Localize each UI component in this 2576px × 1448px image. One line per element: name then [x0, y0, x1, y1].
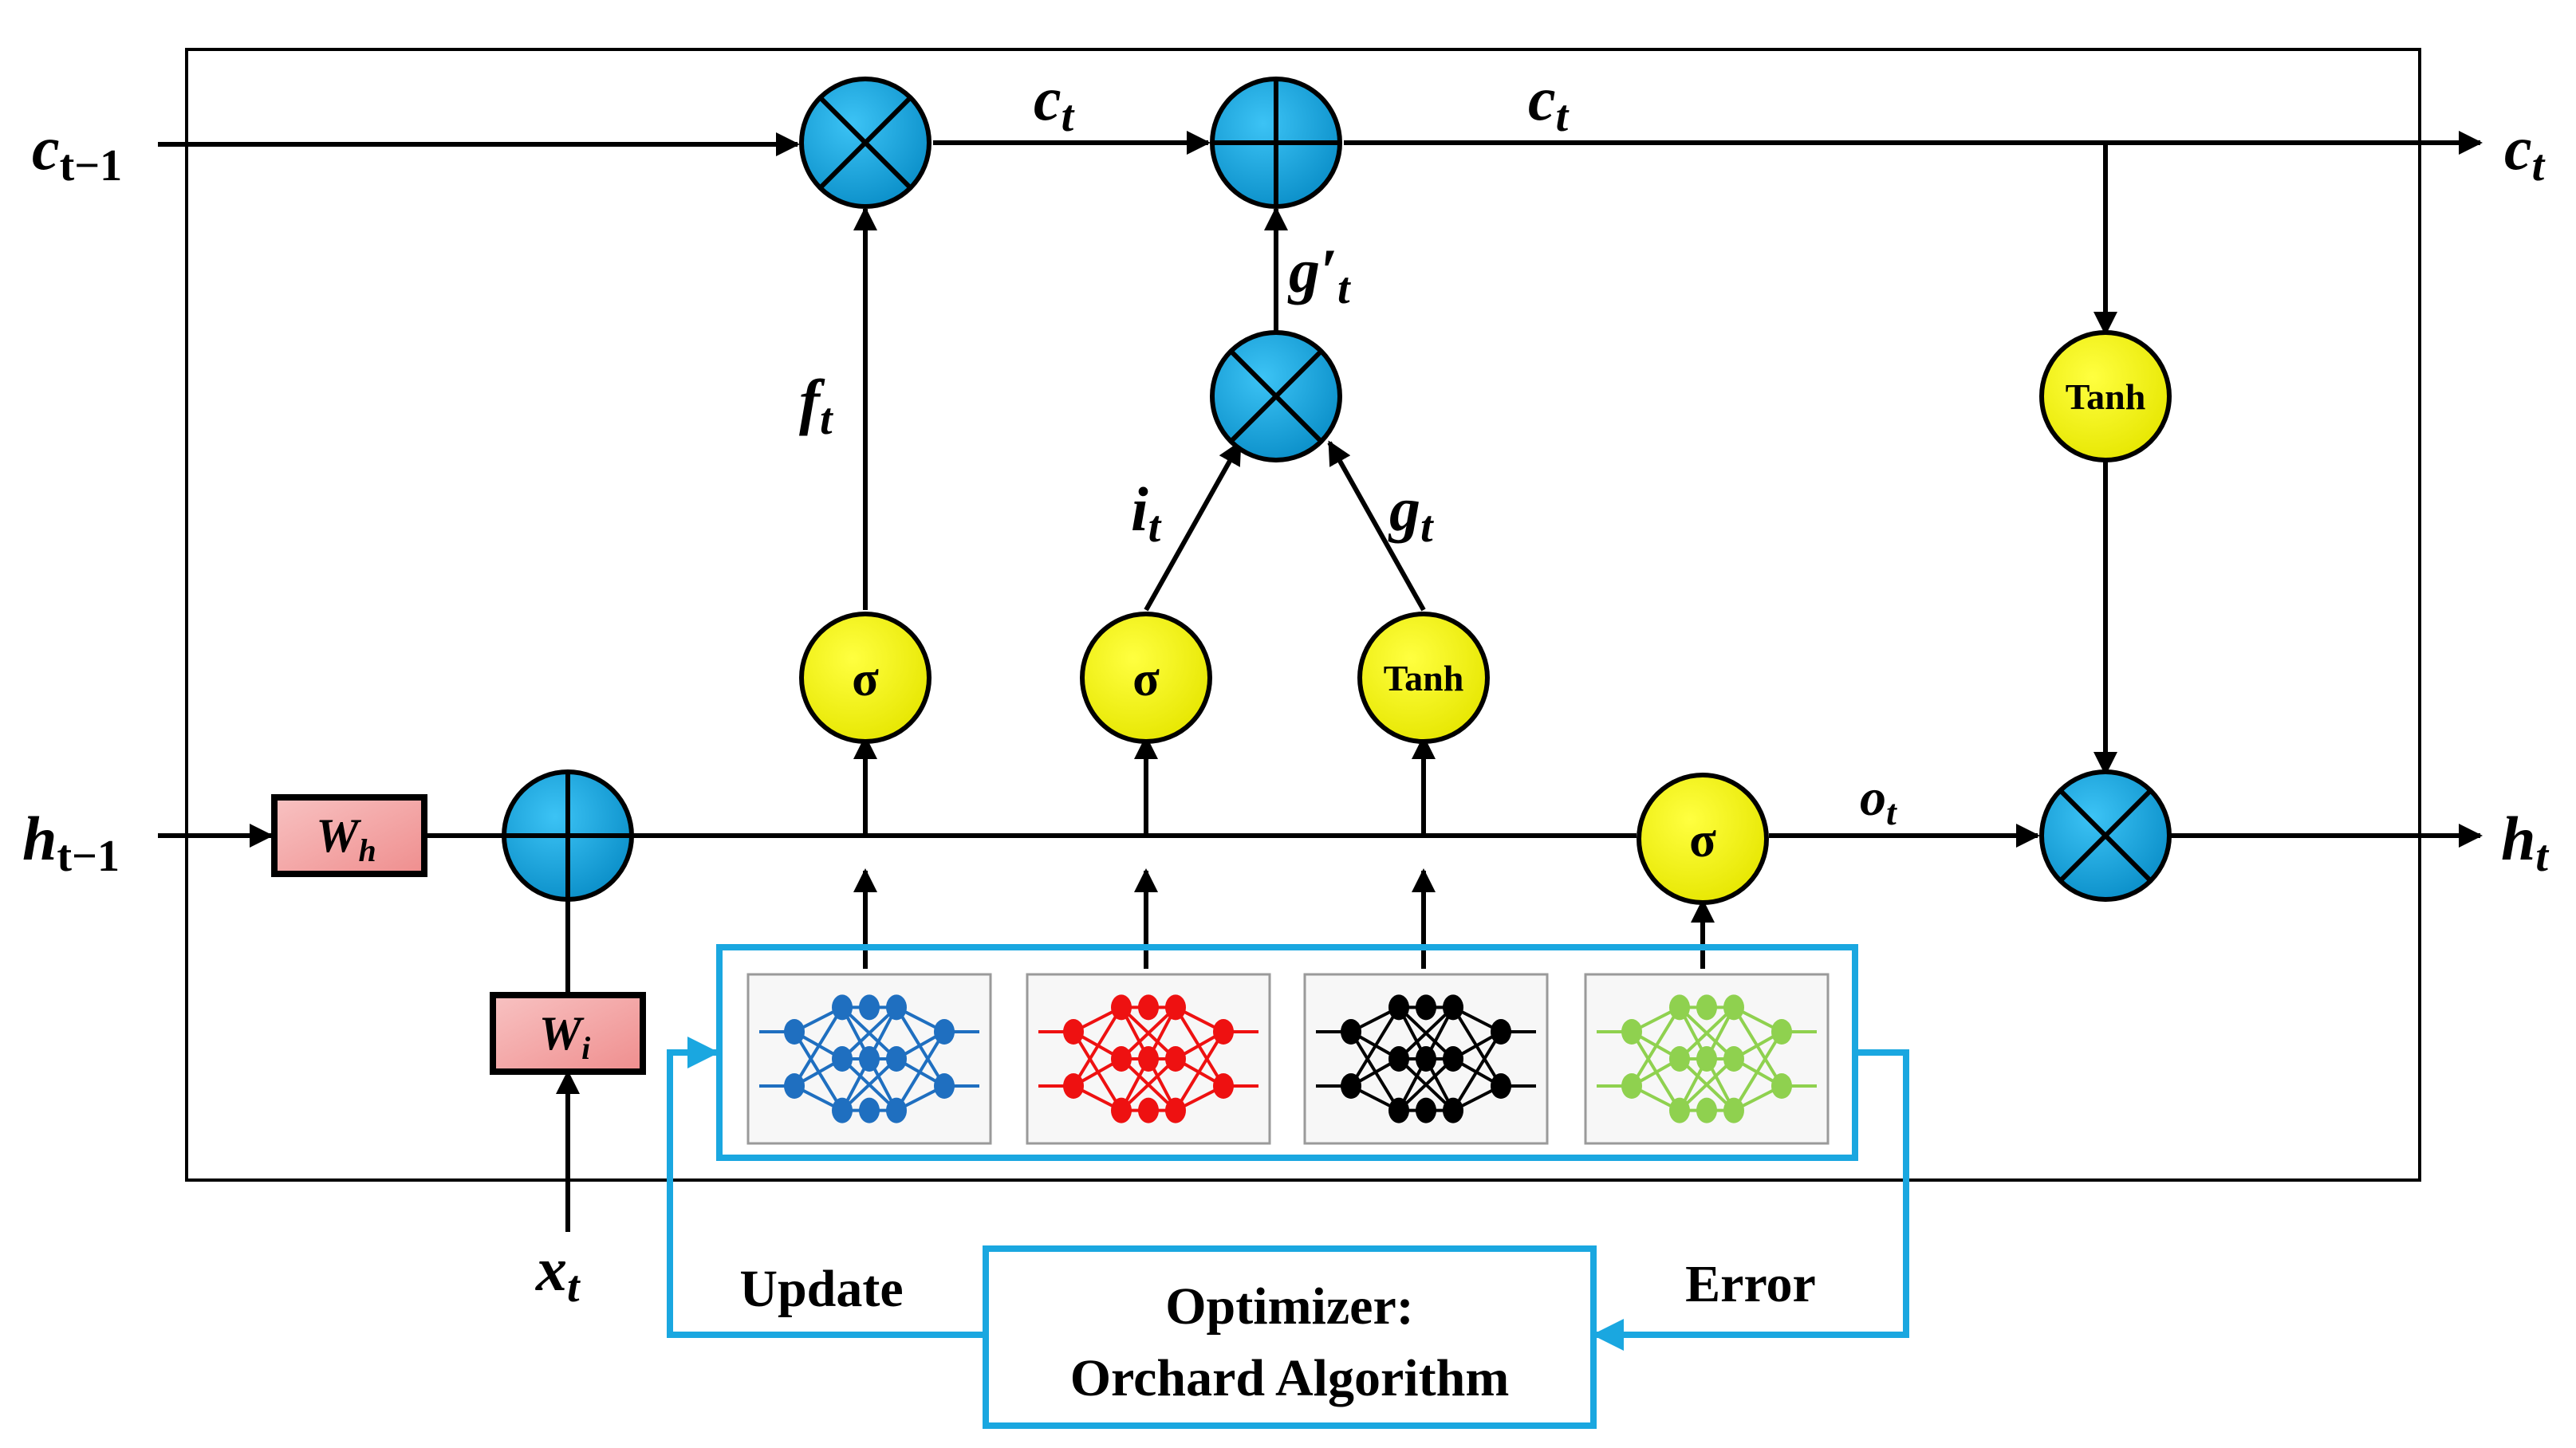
candidate-tanh-label: Tanh [1384, 658, 1464, 698]
h-prev-sub: t−1 [57, 832, 120, 881]
svg-text:Wi: Wi [539, 1007, 590, 1066]
svg-text:xt: xt [535, 1234, 581, 1312]
svg-text:gt: gt [1388, 474, 1434, 552]
cell-tanh-label: Tanh [2066, 376, 2146, 417]
input-sigma-label: σ [1132, 652, 1160, 706]
h-out-sub: t [2535, 832, 2549, 881]
svg-text:ct: ct [1528, 64, 1570, 141]
wi-sub: i [581, 1030, 590, 1066]
c-mid2-label: c [1528, 64, 1556, 133]
cell-tanh-node: Tanh [2039, 330, 2172, 462]
x-in-sub: t [567, 1262, 581, 1312]
svg-text:ct−1: ct−1 [32, 113, 122, 191]
svg-text:ht−1: ht−1 [22, 804, 120, 881]
input-sigma-node: σ [1080, 612, 1212, 744]
svg-text:ft: ft [799, 367, 833, 444]
input-multiply-node [1210, 330, 1342, 462]
optimizer-box [983, 1245, 1597, 1429]
g-prime-label: g′ [1287, 236, 1337, 305]
c-mid2-sub: t [1556, 92, 1570, 141]
wi-label: W [539, 1007, 585, 1060]
c-out-sub: t [2532, 141, 2546, 191]
svg-text:ot: ot [1860, 769, 1897, 832]
wh-sub: h [359, 832, 376, 868]
error-label: Error [1685, 1255, 1816, 1313]
c-out-label: c [2504, 113, 2532, 183]
output-sigma-node: σ [1637, 773, 1769, 905]
svg-text:ct: ct [2504, 113, 2546, 191]
svg-text:g′t: g′t [1287, 236, 1351, 313]
svg-text:ht: ht [2501, 804, 2549, 881]
h-out-label: h [2501, 804, 2535, 873]
nn-panel-red [1026, 973, 1271, 1145]
nn-panel-black [1303, 973, 1549, 1145]
nn-panels [746, 973, 1830, 1145]
x-in-label: x [535, 1234, 567, 1304]
cell-add-node [1210, 77, 1342, 209]
svg-text:Wh: Wh [316, 809, 376, 868]
optimizer-line2: Orchard Algorithm [1070, 1349, 1510, 1407]
c-prev-label: c [32, 113, 60, 183]
i-line [1144, 440, 1243, 612]
c-mid1-label: c [1034, 64, 1062, 133]
output-sigma-label: σ [1689, 813, 1716, 868]
g-label: g [1388, 474, 1420, 544]
c-prev-sub: t−1 [60, 141, 123, 191]
svg-text:it: it [1131, 474, 1162, 552]
g-prime-sub: t [1337, 264, 1351, 313]
update-line [667, 1037, 986, 1338]
o-label: o [1860, 769, 1886, 827]
c-mid1-sub: t [1062, 92, 1075, 141]
candidate-tanh-node: Tanh [1357, 612, 1490, 744]
output-multiply-node [2039, 769, 2172, 902]
g-sub: t [1420, 502, 1434, 552]
i-label: i [1131, 474, 1148, 544]
g-line [1327, 440, 1426, 612]
wh-label: W [316, 809, 361, 862]
i-sub: t [1148, 502, 1162, 552]
o-sub: t [1886, 792, 1897, 832]
svg-text:ct: ct [1034, 64, 1075, 141]
forget-multiply-node [799, 77, 932, 209]
update-label: Update [739, 1260, 903, 1318]
optimizer-line1: Optimizer: [1165, 1277, 1414, 1336]
f-sub: t [820, 395, 833, 444]
input-add-node [502, 769, 634, 902]
forget-sigma-node: σ [799, 612, 932, 744]
wi-box: Wi [490, 992, 646, 1075]
forget-sigma-label: σ [852, 652, 879, 706]
wh-box: Wh [271, 794, 427, 877]
nn-panel-blue [746, 973, 992, 1145]
nn-panel-green [1584, 973, 1830, 1145]
error-line [1592, 1049, 1909, 1351]
h-prev-label: h [22, 804, 57, 873]
cell-boundary [185, 48, 2421, 1182]
